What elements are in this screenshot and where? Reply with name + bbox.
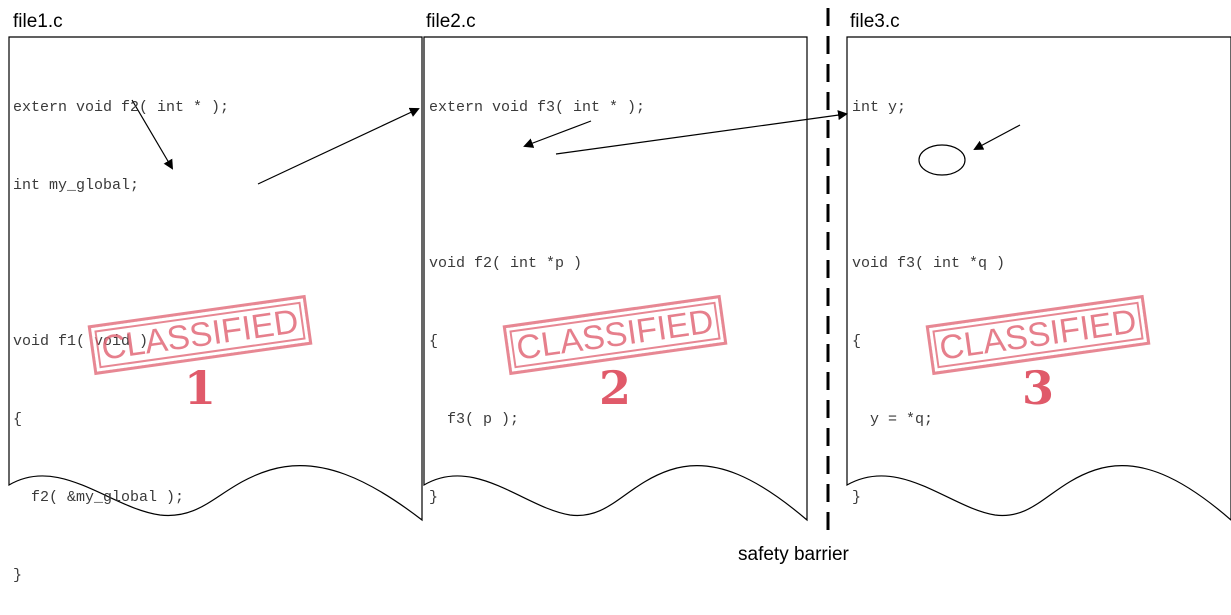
file2-code: extern void f3( int * ); void f2( int *p… [429,43,645,537]
classified-stamp-1: CLASSIFIED 1 [87,294,313,430]
arrow-param-q-to-deref [973,124,1021,150]
code-line: extern void f3( int * ); [429,99,646,116]
file1-document [8,36,423,522]
classified-stamp-3: CLASSIFIED 3 [925,294,1151,430]
code-line: f3( p ); [429,411,520,428]
file2-document [423,36,808,522]
code-line: } [13,567,23,584]
code-line [13,251,229,277]
code-line: { [429,333,439,350]
arrow-f1-call-to-f2 [257,107,420,185]
file1-label: file1.c [13,11,63,32]
arrow-f2-call-to-f3 [555,110,848,155]
stamp-number: 1 [183,361,216,415]
safety-barrier-label: safety barrier [738,544,849,565]
stamp-number: 2 [598,361,631,415]
code-line: extern void f2( int * ); [13,99,230,116]
code-line: } [429,489,439,506]
stamp-number: 3 [1021,361,1054,415]
code-line: { [852,333,862,350]
deref-highlight-ellipse [918,144,966,176]
code-line: void f2( int *p ) [429,255,583,272]
file2-label: file2.c [426,11,476,32]
code-line: } [852,489,862,506]
code-line: y = *q; [852,411,934,428]
code-line: f2( &my_global ); [13,489,185,506]
code-line: { [13,411,23,428]
arrow-my-global-to-arg [131,99,174,170]
code-line [429,173,645,199]
file3-document [846,36,1231,521]
diagram-canvas [8,8,1231,538]
code-line: void f3( int *q ) [852,255,1006,272]
code-line: int my_global; [13,177,140,194]
arrow-param-p-to-arg [523,120,592,148]
file1-code: extern void f2( int * ); int my_global; … [13,43,229,615]
file3-code: int y; void f3( int *q ) { y = *q; } [852,43,1005,537]
classified-stamp-2: CLASSIFIED 2 [502,294,728,430]
code-line: void f1( void ) [13,333,149,350]
file3-label: file3.c [850,11,900,32]
code-line: int y; [852,99,907,116]
code-line [852,173,1005,199]
